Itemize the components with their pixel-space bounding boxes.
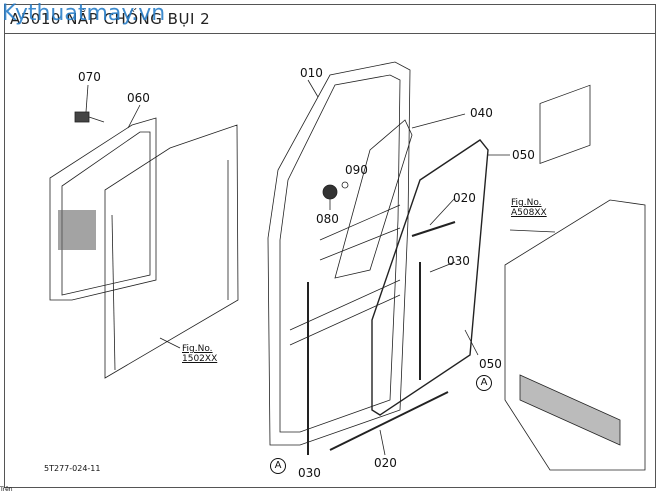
back-plate — [104, 104, 239, 379]
part-label-070: 070 — [78, 70, 101, 84]
diagram-frame — [4, 4, 656, 488]
part-label-080: 080 — [316, 212, 339, 226]
figure-reference-right-line2: A508XX — [511, 208, 547, 218]
figure-reference-left-line1: Fig.No. — [182, 344, 213, 354]
part-label-050: 050 — [512, 148, 535, 162]
part-label-090: 090 — [345, 163, 368, 177]
figure-reference-right-line1: Fig.No. — [511, 198, 542, 208]
part-label-020: 020 — [453, 191, 476, 205]
title-bar — [4, 4, 656, 34]
marker-a-right: A — [476, 375, 492, 391]
part-label-010: 010 — [300, 66, 323, 80]
corner-note: Trên — [0, 486, 13, 493]
part-label-030: 030 — [447, 254, 470, 268]
part-label-040: 040 — [470, 106, 493, 120]
page-title: A5010 NẮP CHỐNG BỤI 2 — [10, 10, 211, 28]
figure-reference-left[interactable]: Fig.No. 1502XX — [182, 344, 217, 364]
part-label-050-lower: 050 — [479, 357, 502, 371]
figure-reference-left-line2: 1502XX — [182, 354, 218, 364]
figure-reference-right[interactable]: Fig.No. A508XX — [511, 198, 547, 218]
watermark-logo: Kythuatmay.vn — [2, 1, 166, 26]
part-label-060: 060 — [127, 91, 150, 105]
part-label-030-lower: 030 — [298, 466, 321, 480]
knob-070 — [74, 84, 105, 123]
seal-strips — [307, 221, 456, 455]
cabin-body — [504, 84, 646, 471]
window-050 — [371, 139, 510, 416]
door-frame-010 — [267, 61, 411, 446]
marker-a-left: A — [270, 458, 286, 474]
latch-080 — [322, 181, 349, 210]
cover-panel-060 — [49, 117, 157, 301]
drawing-code: 5T277-024-11 — [44, 464, 101, 473]
gasket-040 — [334, 113, 466, 279]
part-label-020-lower: 020 — [374, 456, 397, 470]
